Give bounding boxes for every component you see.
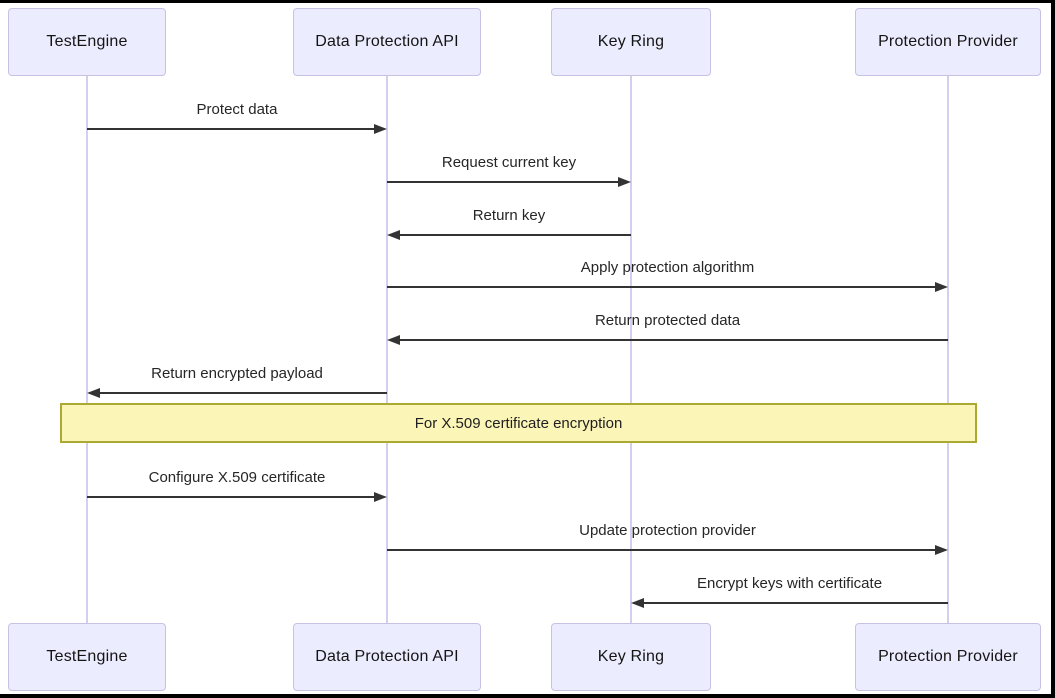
message-arrowhead-4 (387, 335, 400, 345)
message-line-4 (397, 339, 948, 341)
message-line-3 (387, 286, 938, 288)
message-arrowhead-9 (631, 598, 644, 608)
message-label-1: Request current key (441, 154, 577, 171)
message-label-5: Return encrypted payload (151, 365, 323, 382)
message-arrowhead-5 (87, 388, 100, 398)
message-arrowhead-2 (387, 230, 400, 240)
frame-border-bottom (0, 694, 1055, 698)
message-arrowhead-1 (618, 177, 631, 187)
message-line-5 (97, 392, 387, 394)
lifeline-keyring (630, 76, 632, 623)
participant-top-provider: Protection Provider (855, 8, 1041, 76)
participant-top-keyring: Key Ring (551, 8, 711, 76)
note-x509: For X.509 certificate encryption (60, 403, 977, 443)
message-label-7: Configure X.509 certificate (148, 469, 326, 486)
message-arrowhead-0 (374, 124, 387, 134)
message-arrowhead-8 (935, 545, 948, 555)
message-line-8 (387, 549, 938, 551)
message-line-0 (87, 128, 377, 130)
message-label-9: Encrypt keys with certificate (696, 575, 883, 592)
frame-border-right (1051, 0, 1055, 698)
message-line-7 (87, 496, 377, 498)
message-label-0: Protect data (196, 101, 278, 118)
participant-bottom-dpapi: Data Protection API (293, 623, 481, 691)
message-arrowhead-3 (935, 282, 948, 292)
participant-bottom-keyring: Key Ring (551, 623, 711, 691)
lifeline-dpapi (386, 76, 388, 623)
message-label-4: Return protected data (594, 312, 741, 329)
message-label-2: Return key (472, 207, 546, 224)
message-line-2 (397, 234, 631, 236)
message-label-3: Apply protection algorithm (580, 259, 755, 276)
lifeline-testengine (86, 76, 88, 623)
message-arrowhead-7 (374, 492, 387, 502)
lifeline-provider (947, 76, 949, 623)
message-label-8: Update protection provider (579, 522, 756, 539)
participant-top-dpapi: Data Protection API (293, 8, 481, 76)
participant-top-testengine: TestEngine (8, 8, 166, 76)
participant-bottom-provider: Protection Provider (855, 623, 1041, 691)
frame-border-top (0, 0, 1055, 3)
message-line-9 (641, 602, 948, 604)
participant-bottom-testengine: TestEngine (8, 623, 166, 691)
message-line-1 (387, 181, 621, 183)
